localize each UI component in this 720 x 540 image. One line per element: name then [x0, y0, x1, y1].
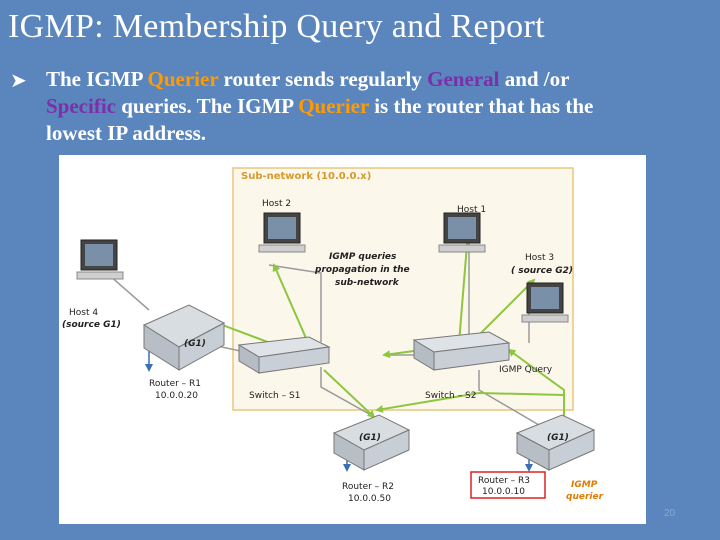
host4-computer-icon	[76, 239, 124, 280]
router-r3-icon	[515, 414, 596, 471]
router-r1-ip: 10.0.0.20	[155, 391, 198, 401]
igmp-network-diagram: Sub-network (10.0.0.x) Host 2 Host 1 Hos…	[59, 155, 646, 524]
switch-s1-icon	[237, 336, 331, 374]
router-r3-ip: 10.0.0.10	[482, 487, 525, 497]
router-r1-icon	[142, 304, 226, 371]
host3-computer-icon	[521, 282, 569, 323]
host4-label: Host 4	[69, 308, 99, 318]
bullet-arrow-icon: ➤	[10, 68, 27, 92]
host4-source-label: (source G1)	[62, 320, 121, 330]
querier-highlight: Querier	[298, 94, 369, 118]
bullet-text-part: lowest IP address.	[46, 121, 207, 145]
host2-computer-icon	[258, 212, 306, 253]
querier-label-line1: IGMP	[571, 480, 598, 490]
subnet-label: Sub-network (10.0.0.x)	[241, 171, 372, 182]
router-r2-name: Router – R2	[342, 482, 395, 492]
host1-computer-icon	[438, 212, 486, 253]
propagation-label-line2: propagation in the	[315, 265, 410, 275]
bullet-text: The IGMP Querier router sends regularly …	[46, 66, 706, 147]
igmp-query-label: IGMP Query	[499, 365, 553, 375]
router-r2-ip: 10.0.0.50	[348, 494, 391, 504]
propagation-label-line1: IGMP queries	[329, 252, 397, 262]
router-r1-name: Router – R1	[149, 379, 202, 389]
switch-s2-icon	[412, 331, 511, 371]
slide-title: IGMP: Membership Query and Report	[8, 8, 545, 45]
querier-highlight: Querier	[147, 67, 219, 91]
bullet-text-part: and /or	[499, 67, 570, 91]
querier-label-line2: querier	[566, 492, 604, 502]
host1-label: Host 1	[457, 205, 487, 215]
specific-highlight: Specific	[46, 94, 116, 118]
router-r2-icon	[332, 414, 411, 471]
switch-s1-label: Switch – S1	[249, 391, 301, 401]
bullet-text-part: The IGMP	[46, 67, 148, 91]
host3-source-label: ( source G2)	[511, 266, 573, 276]
propagation-label-line3: sub-network	[335, 278, 399, 288]
page-number: 20	[664, 508, 676, 519]
general-highlight: General	[427, 67, 500, 91]
switch-s2-label: Switch – S2	[425, 391, 477, 401]
subnet-boundary	[232, 167, 574, 411]
bullet-text-part: is the router that has the	[368, 94, 594, 118]
host3-label: Host 3	[525, 253, 555, 263]
bullet-text-part: router sends regularly	[218, 67, 428, 91]
host2-label: Host 2	[262, 199, 292, 209]
router-r3-name: Router – R3	[478, 476, 531, 486]
bullet-text-part: queries. The IGMP	[115, 94, 299, 118]
router-r3-group: (G1)	[547, 433, 569, 443]
querier-highlight-box	[470, 471, 546, 499]
router-r2-group: (G1)	[359, 433, 381, 443]
network-diagram-svg	[76, 167, 596, 499]
router-r1-group: (G1)	[184, 339, 206, 349]
